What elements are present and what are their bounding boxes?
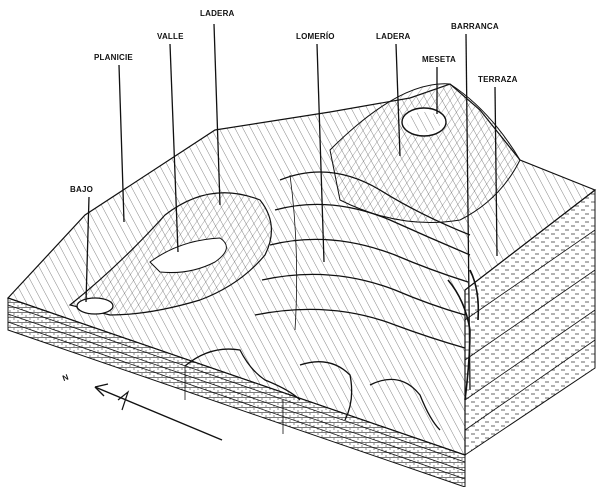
label-ladera-right: LADERA — [376, 32, 411, 41]
north-label: N — [61, 372, 70, 383]
label-ladera-left: LADERA — [200, 9, 235, 18]
label-meseta: MESETA — [422, 55, 456, 64]
label-lomerio: LOMERÍO — [296, 32, 335, 41]
bajo-depression — [77, 298, 113, 314]
north-arrow-tick — [118, 392, 128, 410]
label-terraza: TERRAZA — [478, 75, 518, 84]
label-barranca: BARRANCA — [451, 22, 499, 31]
label-bajo: BAJO — [70, 185, 93, 194]
label-planicie: PLANICIE — [94, 53, 133, 62]
label-valle: VALLE — [157, 32, 184, 41]
